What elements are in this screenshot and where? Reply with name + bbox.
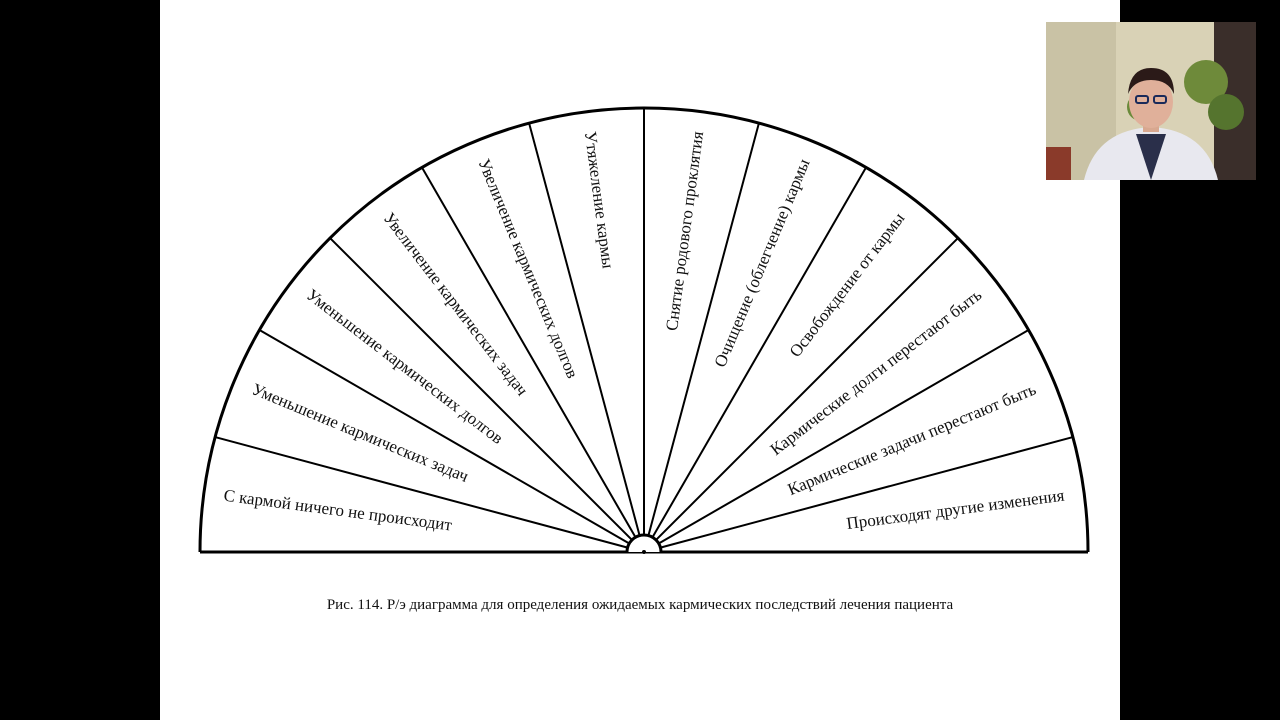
sector-divider xyxy=(528,122,641,536)
sector-divider xyxy=(655,237,959,541)
sector-label: Происходят другие изменения xyxy=(845,486,1065,534)
sector-divider xyxy=(651,166,867,538)
sector-divider xyxy=(660,436,1074,549)
sector-label: Кармические долги перестают быть xyxy=(767,285,986,459)
sector-label: Снятие родового проклятия xyxy=(662,130,707,332)
pivot-semicircle xyxy=(625,533,663,553)
pivot-dot xyxy=(642,550,646,554)
sector-divider xyxy=(647,122,760,536)
sector-divider xyxy=(329,237,633,541)
sector-divider xyxy=(214,436,628,549)
sector-lines xyxy=(214,108,1074,549)
sector-divider xyxy=(421,166,637,538)
figure-caption: Рис. 114. Р/э диаграмма для определения … xyxy=(326,597,954,613)
sector-divider xyxy=(258,329,630,545)
sector-label: Освобождение от кармы xyxy=(786,208,909,360)
presenter-video-icon xyxy=(1046,22,1256,180)
sector-label: Утяжеление кармы xyxy=(581,130,618,270)
presenter-webcam xyxy=(1046,22,1256,180)
sector-divider xyxy=(658,329,1030,545)
sector-label: С кармой ничего не происходит xyxy=(223,486,454,535)
radiesthesia-fan-diagram: С кармой ничего не происходитУменьшение … xyxy=(198,106,1090,554)
